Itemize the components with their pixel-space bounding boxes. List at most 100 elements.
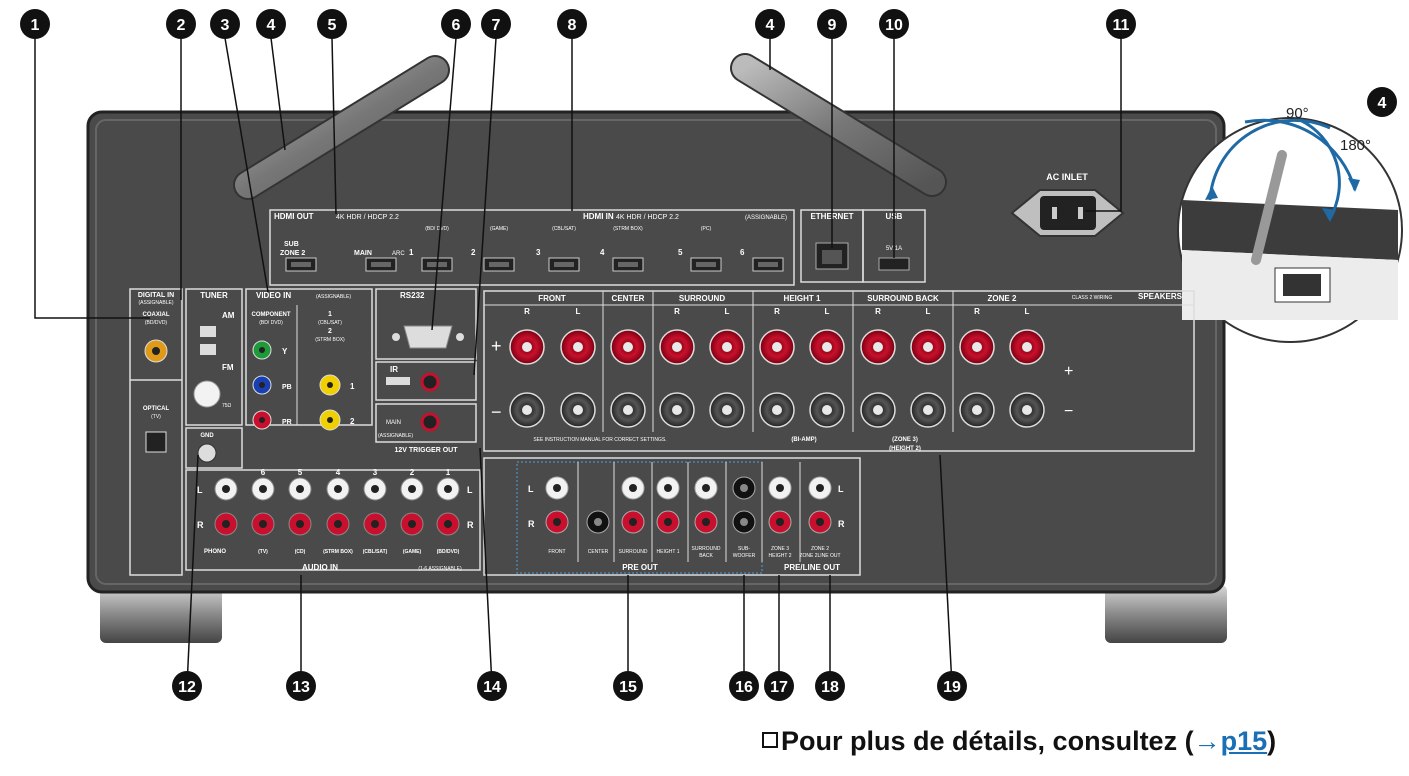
callout-number: 4 bbox=[1367, 87, 1397, 117]
hdmi-out-spec: 4K HDR / HDCP 2.2 bbox=[336, 214, 399, 221]
ir-jack[interactable] bbox=[420, 372, 440, 392]
speaker-terminal-minus[interactable] bbox=[959, 392, 995, 428]
speaker-terminal-plus[interactable] bbox=[860, 329, 896, 365]
fm-antenna-jack[interactable] bbox=[193, 380, 221, 408]
pre-out-jack[interactable] bbox=[621, 510, 645, 534]
pre-out-jack[interactable] bbox=[808, 476, 832, 500]
hdmi-in-port-3[interactable] bbox=[548, 257, 580, 272]
zone2-out-1: ZONE 2 bbox=[811, 546, 829, 552]
speaker-terminal-plus[interactable] bbox=[509, 329, 545, 365]
speaker-terminal-plus[interactable] bbox=[759, 329, 795, 365]
pre-out-jack[interactable] bbox=[656, 510, 680, 534]
speaker-terminal-minus[interactable] bbox=[560, 392, 596, 428]
speaker-channel-label: R bbox=[674, 307, 680, 316]
speaker-terminal-plus[interactable] bbox=[709, 329, 745, 365]
trigger-out-label: 12V TRIGGER OUT bbox=[394, 447, 458, 454]
antenna-right bbox=[730, 53, 947, 197]
pre-out-jack[interactable] bbox=[768, 510, 792, 534]
speaker-terminal-plus[interactable] bbox=[959, 329, 995, 365]
ethernet-port[interactable] bbox=[815, 242, 849, 270]
speaker-group-label: SURROUND bbox=[679, 294, 725, 303]
hdmi-zone2-label: ZONE 2 bbox=[280, 250, 305, 257]
callout-number: 15 bbox=[613, 671, 643, 701]
usb-port[interactable] bbox=[878, 257, 910, 271]
hdmi-in-port-6[interactable] bbox=[752, 257, 784, 272]
coaxial-label: COAXIAL bbox=[143, 312, 170, 318]
speaker-terminal-minus[interactable] bbox=[910, 392, 946, 428]
foot-right bbox=[1105, 585, 1227, 643]
speaker-terminal-plus[interactable] bbox=[610, 329, 646, 365]
hdmi-in-num-3: 3 bbox=[536, 248, 541, 257]
optical-label: OPTICAL bbox=[143, 406, 170, 412]
hdmi-out-port-main[interactable] bbox=[365, 257, 397, 272]
pre-out-jack[interactable] bbox=[694, 510, 718, 534]
audio-in-jack-l[interactable] bbox=[326, 477, 350, 501]
audio-in-jack-l[interactable] bbox=[288, 477, 312, 501]
pre-out-jack[interactable] bbox=[545, 510, 569, 534]
audio-in-jack-l[interactable] bbox=[214, 477, 238, 501]
ac-inlet-label: AC INLET bbox=[1046, 172, 1088, 182]
speaker-terminal-minus[interactable] bbox=[610, 392, 646, 428]
callout-number: 17 bbox=[764, 671, 794, 701]
speaker-terminal-minus[interactable] bbox=[659, 392, 695, 428]
speaker-terminal-plus[interactable] bbox=[659, 329, 695, 365]
speaker-terminal-minus[interactable] bbox=[809, 392, 845, 428]
pre-out-jack[interactable] bbox=[545, 476, 569, 500]
speaker-terminal-plus[interactable] bbox=[1009, 329, 1045, 365]
audio-in-jack-l[interactable] bbox=[363, 477, 387, 501]
audio-in-jack-r[interactable] bbox=[400, 512, 424, 536]
speaker-channel-label: R bbox=[524, 307, 530, 316]
lineout-l-label: L bbox=[838, 484, 844, 494]
audio-in-jack-r[interactable] bbox=[363, 512, 387, 536]
audio-in-source: (TV) bbox=[258, 549, 268, 555]
pre-out-jack[interactable] bbox=[732, 510, 756, 534]
pre-out-jack[interactable] bbox=[732, 476, 756, 500]
speaker-group-label: ZONE 2 bbox=[988, 294, 1017, 303]
pre-out-jack[interactable] bbox=[808, 510, 832, 534]
digital-in-label: DIGITAL IN bbox=[138, 292, 174, 299]
pre-height1-label: HEIGHT 1 bbox=[657, 549, 680, 555]
audio-in-jack-r[interactable] bbox=[326, 512, 350, 536]
height2-label: (HEIGHT 2) bbox=[889, 446, 921, 452]
speaker-terminal-plus[interactable] bbox=[560, 329, 596, 365]
hdmi-out-port-sub[interactable] bbox=[285, 257, 317, 272]
coaxial-jack[interactable] bbox=[144, 339, 168, 363]
hdmi-in-port-2[interactable] bbox=[483, 257, 515, 272]
audio-in-l-left: L bbox=[197, 485, 203, 495]
audio-in-jack-l[interactable] bbox=[436, 477, 460, 501]
audio-in-source: (CD) bbox=[295, 549, 306, 555]
rs232-port[interactable] bbox=[392, 325, 464, 349]
audio-in-jack-r[interactable] bbox=[251, 512, 275, 536]
hdmi-in-port-5[interactable] bbox=[690, 257, 722, 272]
audio-in-jack-l[interactable] bbox=[400, 477, 424, 501]
speaker-terminal-minus[interactable] bbox=[509, 392, 545, 428]
pre-out-jack[interactable] bbox=[656, 476, 680, 500]
audio-in-jack-r[interactable] bbox=[288, 512, 312, 536]
trigger-jack[interactable] bbox=[420, 412, 440, 432]
page-link[interactable]: p15 bbox=[1220, 726, 1268, 756]
am-antenna-terminal[interactable] bbox=[200, 326, 216, 355]
audio-in-jack-r[interactable] bbox=[214, 512, 238, 536]
callout-number: 7 bbox=[481, 9, 511, 39]
ac-inlet[interactable] bbox=[1010, 189, 1125, 237]
speaker-terminal-plus[interactable] bbox=[809, 329, 845, 365]
audio-in-jack-r[interactable] bbox=[436, 512, 460, 536]
pre-out-jack[interactable] bbox=[586, 510, 610, 534]
pre-out-jack[interactable] bbox=[694, 476, 718, 500]
gnd-terminal[interactable] bbox=[197, 443, 217, 463]
speaker-terminal-minus[interactable] bbox=[759, 392, 795, 428]
speaker-terminal-minus[interactable] bbox=[709, 392, 745, 428]
audio-in-jack-l[interactable] bbox=[251, 477, 275, 501]
hdmi-in-port-4[interactable] bbox=[612, 257, 644, 272]
audio-in-source: (GAME) bbox=[403, 549, 422, 555]
arrow-right-icon: → bbox=[1193, 726, 1221, 756]
speaker-terminal-minus[interactable] bbox=[860, 392, 896, 428]
pre-out-jack[interactable] bbox=[621, 476, 645, 500]
hdmi-in-num-2: 2 bbox=[471, 248, 476, 257]
pre-out-jack[interactable] bbox=[768, 476, 792, 500]
speaker-terminal-plus[interactable] bbox=[910, 329, 946, 365]
optical-source: (TV) bbox=[151, 414, 161, 420]
speaker-channel-label: R bbox=[875, 307, 881, 316]
optical-jack[interactable] bbox=[145, 431, 167, 453]
speaker-terminal-minus[interactable] bbox=[1009, 392, 1045, 428]
